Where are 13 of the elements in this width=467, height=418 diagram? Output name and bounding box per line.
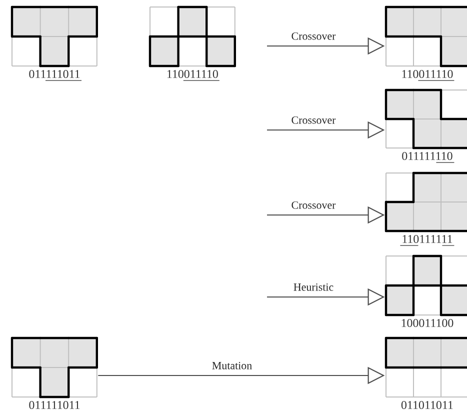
bit-string: 110011110 [402, 70, 453, 78]
bit-string: 011111011 [29, 400, 80, 410]
edge-label: Crossover [292, 32, 336, 40]
bit-string: 011111110 [402, 152, 452, 160]
edge-label: Crossover [292, 116, 336, 124]
edge-label: Heuristic [294, 283, 334, 291]
bit-string: 011111011 [29, 70, 80, 78]
edge-label: Crossover [292, 201, 336, 209]
bit-string: 110111111 [402, 234, 452, 244]
bit-string: 110011110 [167, 70, 218, 78]
bit-string: 011011011 [401, 400, 453, 410]
edge-label: Mutation [212, 362, 252, 370]
bit-string: 100011100 [402, 318, 454, 328]
